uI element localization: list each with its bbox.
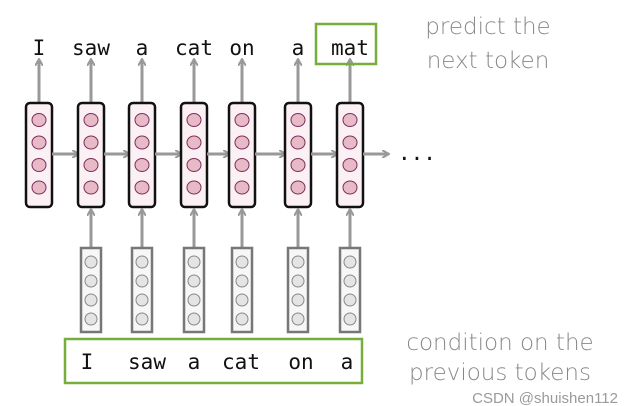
embedding-unit bbox=[343, 255, 357, 269]
embedding-unit bbox=[84, 312, 98, 326]
output-token: I bbox=[33, 36, 46, 60]
hidden-unit bbox=[290, 135, 306, 150]
caption-predict-line1: predict the bbox=[425, 14, 550, 40]
embedding-unit bbox=[235, 255, 249, 269]
hidden-unit bbox=[83, 113, 99, 127]
continuation-ellipsis: ... bbox=[398, 141, 436, 165]
hidden-unit bbox=[234, 158, 250, 172]
caption-predict-line2: next token bbox=[427, 48, 550, 74]
hidden-unit bbox=[234, 180, 250, 195]
embedding-unit bbox=[187, 255, 201, 269]
input-token: cat bbox=[222, 350, 260, 374]
embedding-unit bbox=[291, 255, 305, 269]
hidden-unit bbox=[31, 158, 47, 172]
embedding-unit bbox=[187, 274, 201, 288]
hidden-unit bbox=[134, 113, 150, 127]
hidden-unit bbox=[83, 158, 99, 172]
embedding-unit bbox=[187, 293, 201, 307]
hidden-unit bbox=[83, 135, 99, 150]
output-token: a bbox=[136, 36, 149, 60]
hidden-unit bbox=[186, 180, 202, 195]
caption-condition-line1: condition on the bbox=[406, 330, 593, 356]
embedding-unit bbox=[135, 255, 149, 269]
embedding-unit bbox=[235, 274, 249, 288]
embedding-unit bbox=[235, 312, 249, 326]
hidden-unit bbox=[290, 113, 306, 127]
embedding-unit bbox=[343, 293, 357, 307]
embedding-unit bbox=[343, 274, 357, 288]
embedding-unit bbox=[291, 293, 305, 307]
embedding-unit bbox=[291, 274, 305, 288]
caption-condition-line2: previous tokens bbox=[409, 360, 591, 386]
embedding-unit bbox=[135, 274, 149, 288]
embedding-cell bbox=[286, 246, 310, 334]
input-token: I bbox=[81, 350, 94, 374]
hidden-unit bbox=[342, 113, 358, 127]
output-token: cat bbox=[175, 36, 213, 60]
embedding-unit bbox=[187, 312, 201, 326]
input-token: saw bbox=[128, 350, 166, 374]
input-token: on bbox=[288, 350, 313, 374]
input-context-box bbox=[63, 337, 364, 385]
hidden-unit bbox=[186, 158, 202, 172]
embedding-unit bbox=[235, 293, 249, 307]
output-token: mat bbox=[331, 36, 369, 60]
hidden-unit bbox=[134, 180, 150, 195]
hidden-unit bbox=[342, 135, 358, 150]
embedding-unit bbox=[343, 312, 357, 326]
embedding-unit bbox=[84, 274, 98, 288]
input-token: a bbox=[188, 350, 201, 374]
hidden-unit bbox=[134, 135, 150, 150]
embedding-cell bbox=[338, 246, 362, 334]
hidden-unit bbox=[31, 135, 47, 150]
hidden-unit bbox=[234, 113, 250, 127]
embedding-cell bbox=[79, 246, 103, 334]
hidden-unit bbox=[83, 180, 99, 195]
watermark: CSDN @shuishen112 bbox=[472, 390, 618, 406]
embedding-cell bbox=[182, 246, 206, 334]
output-token: on bbox=[229, 36, 254, 60]
embedding-unit bbox=[84, 255, 98, 269]
output-token: a bbox=[292, 36, 305, 60]
hidden-unit bbox=[31, 180, 47, 195]
hidden-unit bbox=[134, 158, 150, 172]
hidden-unit bbox=[290, 180, 306, 195]
embedding-unit bbox=[135, 312, 149, 326]
output-token: saw bbox=[72, 36, 110, 60]
predicted-token-highlight bbox=[314, 22, 378, 66]
embedding-cell bbox=[230, 246, 254, 334]
hidden-unit bbox=[342, 158, 358, 172]
hidden-unit bbox=[342, 180, 358, 195]
embedding-unit bbox=[291, 312, 305, 326]
hidden-unit bbox=[290, 158, 306, 172]
embedding-unit bbox=[84, 293, 98, 307]
embedding-unit bbox=[135, 293, 149, 307]
hidden-unit bbox=[234, 135, 250, 150]
input-token: a bbox=[341, 350, 354, 374]
hidden-unit bbox=[186, 135, 202, 150]
hidden-unit bbox=[31, 113, 47, 127]
embedding-cell bbox=[130, 246, 154, 334]
hidden-unit bbox=[186, 113, 202, 127]
